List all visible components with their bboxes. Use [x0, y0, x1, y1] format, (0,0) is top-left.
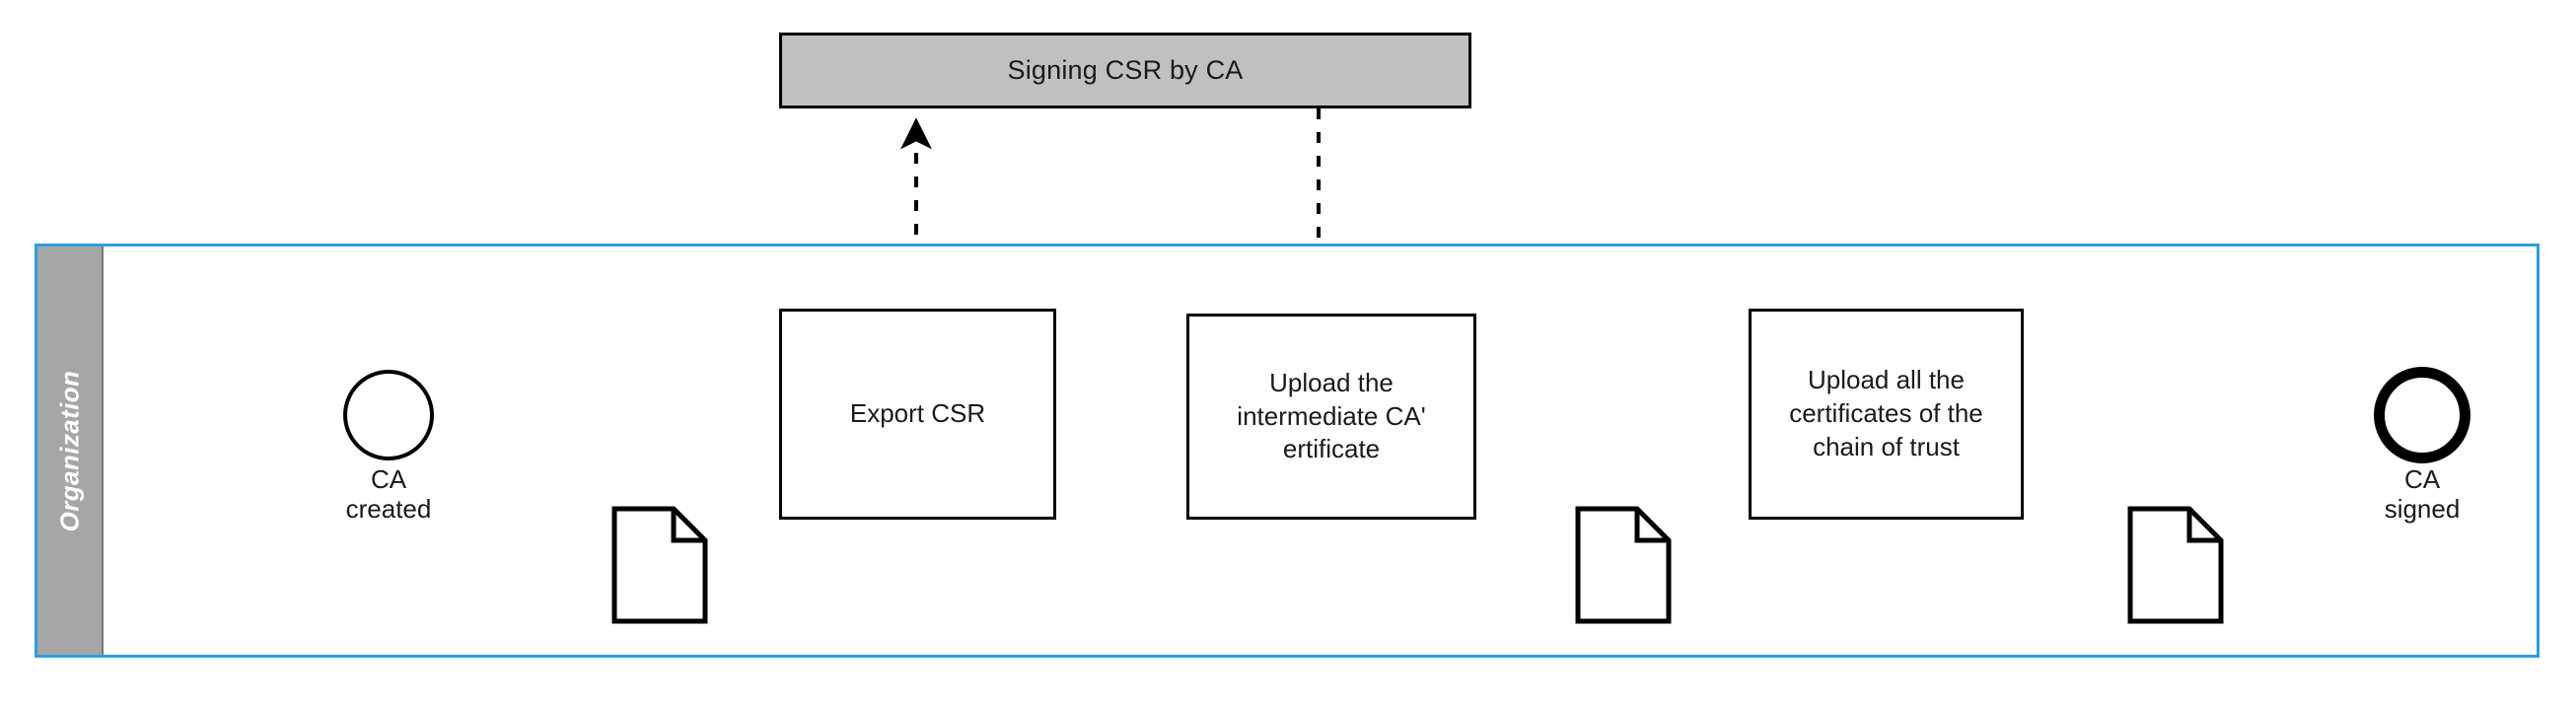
document-fold-icon	[671, 509, 705, 543]
document-icon	[2127, 506, 2224, 624]
start-event-label: CA created	[345, 464, 432, 524]
start-event-ca-created[interactable]	[343, 370, 434, 460]
task-upload-chain-of-trust[interactable]: Upload all the certificates of the chain…	[1749, 309, 2024, 520]
end-event-ca-signed[interactable]	[2374, 367, 2470, 463]
data-object-csr-file[interactable]	[611, 506, 708, 624]
document-icon	[1575, 506, 1672, 624]
lane-header-label: Organization	[54, 370, 85, 531]
task-export-csr-label: Export CSR	[849, 398, 986, 429]
document-fold-icon	[2186, 509, 2221, 543]
task-upload-intermediate-label: Upload the intermediate CA' ertificate	[1237, 367, 1426, 464]
lane-header-organization[interactable]: Organization	[37, 247, 104, 655]
task-export-csr[interactable]: Export CSR	[779, 309, 1056, 520]
task-upload-chain-label: Upload all the certificates of the chain…	[1789, 365, 1983, 461]
data-object-intermediate-certificate-file[interactable]	[1575, 506, 1672, 624]
collapsed-pool-signing-csr-by-ca[interactable]: Signing CSR by CA	[779, 33, 1471, 108]
task-upload-intermediate-ca-certificate[interactable]: Upload the intermediate CA' ertificate	[1186, 314, 1476, 520]
document-icon	[611, 506, 708, 624]
collapsed-pool-label: Signing CSR by CA	[1007, 55, 1244, 85]
document-fold-icon	[1634, 509, 1669, 543]
data-object-chain-certificates-file[interactable]	[2127, 506, 2224, 624]
end-event-label: CA signed	[2384, 464, 2461, 524]
